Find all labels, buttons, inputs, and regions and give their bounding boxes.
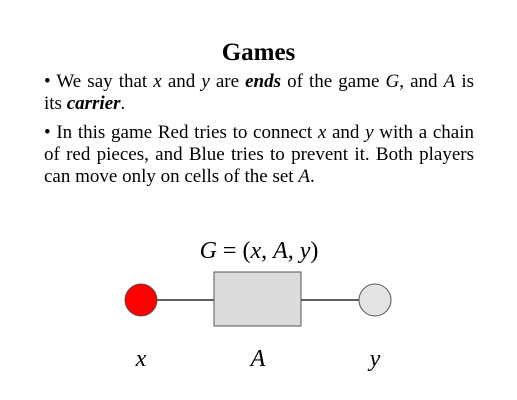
bullet-text-segment: of the game <box>281 71 386 92</box>
bullet-text-segment: , and <box>399 71 444 92</box>
bullet-text-segment: A <box>298 166 310 187</box>
bullet-game-rules: • In this game Red tries to connect x an… <box>44 122 474 188</box>
bullet-text-segment: x <box>153 71 162 92</box>
game-diagram: G = (x, A, y) x A y <box>124 238 392 372</box>
bullet-text-segment: • We say that <box>44 71 154 92</box>
bullet-ends-carrier: • We say that x and y are ends of the ga… <box>44 71 474 115</box>
bullet-text-segment: ends <box>245 71 282 92</box>
grey-end-node-y <box>358 283 392 317</box>
bullet-text-segment: A <box>443 71 456 92</box>
bullet-text-segment: . <box>309 166 315 187</box>
bullet-text-segment: and <box>326 122 366 143</box>
bullet-text-segment: . <box>120 93 126 114</box>
game-formula: G = (x, A, y) <box>200 238 319 264</box>
label-x: x <box>135 346 147 372</box>
bullet-text-segment: and <box>161 71 202 92</box>
bullet-text-segment: y <box>365 122 374 143</box>
bullet-list: • We say that x and y are ends of the ga… <box>44 71 474 195</box>
bullet-text-segment: is its <box>44 71 474 114</box>
bullet-text-segment: y <box>201 71 210 92</box>
bullet-text-segment: x <box>317 122 327 143</box>
bullet-text-segment: G <box>385 71 400 92</box>
carrier-box-a <box>213 271 302 327</box>
bullet-text-segment: with a chain of red pieces, and Blue tri… <box>44 122 474 187</box>
bullet-text-segment: • In this game Red tries to connect <box>44 122 318 143</box>
bullet-text-segment: carrier <box>66 93 121 114</box>
red-end-node-x <box>124 283 158 317</box>
label-a: A <box>249 346 266 372</box>
bullet-text-segment: are <box>209 71 246 92</box>
label-y: y <box>368 346 381 372</box>
slide-title: Games <box>221 39 296 66</box>
